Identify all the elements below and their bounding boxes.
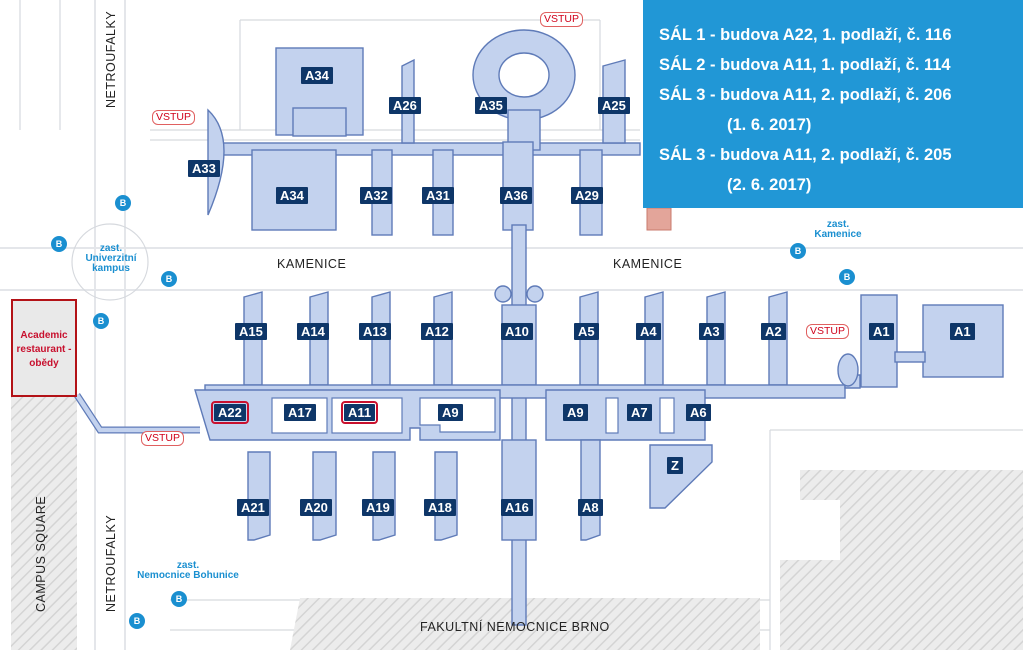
room-info-panel: SÁL 1 - budova A22, 1. podlaží, č. 116 S… xyxy=(643,0,1023,208)
label-a34-south[interactable]: A34 xyxy=(276,187,308,204)
bus-stop-icon: B xyxy=(790,243,806,259)
label-a16[interactable]: A16 xyxy=(501,499,533,516)
entrance-label-a35: VSTUP xyxy=(540,12,584,27)
label-a20[interactable]: A20 xyxy=(300,499,332,516)
info-line-sal3-b-date: (2. 6. 2017) xyxy=(727,176,812,194)
label-a2[interactable]: A2 xyxy=(761,323,786,340)
label-a11[interactable]: A11 xyxy=(340,401,379,424)
street-kamenice-west: KAMENICE xyxy=(277,257,347,271)
stop-label-univerzitni-kampus: zast. Univerzitní kampus xyxy=(85,243,137,274)
bus-stop-icon: B xyxy=(171,591,187,607)
info-line-sal3-b: SÁL 3 - budova A11, 2. podlaží, č. 205 xyxy=(659,146,952,164)
stop-label-nemocnice-bohunice: zast. Nemocnice Bohunice xyxy=(137,560,239,581)
bus-stop-icon: B xyxy=(51,236,67,252)
label-a35[interactable]: A35 xyxy=(475,97,507,114)
label-a19[interactable]: A19 xyxy=(362,499,394,516)
info-line-sal1: SÁL 1 - budova A22, 1. podlaží, č. 116 xyxy=(659,26,952,44)
building-a1-east xyxy=(922,304,1004,378)
bus-stop-icon: B xyxy=(161,271,177,287)
south-wing-row xyxy=(247,439,601,541)
building-a36 xyxy=(502,141,534,231)
label-a10[interactable]: A10 xyxy=(501,323,533,340)
street-netroufalky-south: NETROUFALKY xyxy=(104,514,118,612)
bus-stop-icon: B xyxy=(839,269,855,285)
label-a12[interactable]: A12 xyxy=(421,323,453,340)
bus-stop-icon: B xyxy=(93,313,109,329)
label-a21[interactable]: A21 xyxy=(237,499,269,516)
street-fakultni-nemocnice: FAKULTNÍ NEMOCNICE BRNO xyxy=(420,620,610,634)
label-z[interactable]: Z xyxy=(667,457,683,474)
label-a14[interactable]: A14 xyxy=(297,323,329,340)
street-netroufalky-north: NETROUFALKY xyxy=(104,10,118,108)
street-kamenice-east: KAMENICE xyxy=(613,257,683,271)
label-a6[interactable]: A6 xyxy=(686,404,711,421)
academic-restaurant[interactable]: Academic restaurant - obědy xyxy=(11,299,77,397)
label-a36[interactable]: A36 xyxy=(500,187,532,204)
label-a5[interactable]: A5 xyxy=(574,323,599,340)
stop-label-kamenice: zast. Kamenice xyxy=(814,219,862,240)
central-spine xyxy=(511,224,527,626)
label-a29[interactable]: A29 xyxy=(571,187,603,204)
label-a9-west[interactable]: A9 xyxy=(438,404,463,421)
building-z xyxy=(649,444,713,509)
label-a26[interactable]: A26 xyxy=(389,97,421,114)
label-a13[interactable]: A13 xyxy=(359,323,391,340)
label-a4[interactable]: A4 xyxy=(636,323,661,340)
info-line-sal2: SÁL 2 - budova A11, 1. podlaží, č. 114 xyxy=(659,56,951,74)
label-a15[interactable]: A15 xyxy=(235,323,267,340)
hospital-area-east xyxy=(780,470,1023,650)
label-a31[interactable]: A31 xyxy=(422,187,454,204)
bus-stop-icon: B xyxy=(115,195,131,211)
bus-stop-icon: B xyxy=(129,613,145,629)
label-a32[interactable]: A32 xyxy=(360,187,392,204)
entrance-label-a33: VSTUP xyxy=(152,110,196,125)
label-a25[interactable]: A25 xyxy=(598,97,630,114)
label-a17[interactable]: A17 xyxy=(284,404,316,421)
campus-square-area xyxy=(11,397,77,650)
label-a7[interactable]: A7 xyxy=(627,404,652,421)
label-a1-east[interactable]: A1 xyxy=(950,323,975,340)
info-line-sal3-a-date: (1. 6. 2017) xyxy=(727,116,812,134)
label-a3[interactable]: A3 xyxy=(699,323,724,340)
entrance-label-a1: VSTUP xyxy=(806,324,850,339)
label-a8[interactable]: A8 xyxy=(578,499,603,516)
label-a18[interactable]: A18 xyxy=(424,499,456,516)
label-a33[interactable]: A33 xyxy=(188,160,220,177)
entrance-label-a22: VSTUP xyxy=(141,431,185,446)
label-a1-west[interactable]: A1 xyxy=(869,323,894,340)
label-a22[interactable]: A22 xyxy=(211,401,249,424)
label-a34-north[interactable]: A34 xyxy=(301,67,333,84)
street-campus-square: CAMPUS SQUARE xyxy=(34,495,48,612)
building-a1-west xyxy=(860,294,898,388)
label-a9-east[interactable]: A9 xyxy=(563,404,588,421)
info-line-sal3-a: SÁL 3 - budova A11, 2. podlaží, č. 206 xyxy=(659,86,952,104)
